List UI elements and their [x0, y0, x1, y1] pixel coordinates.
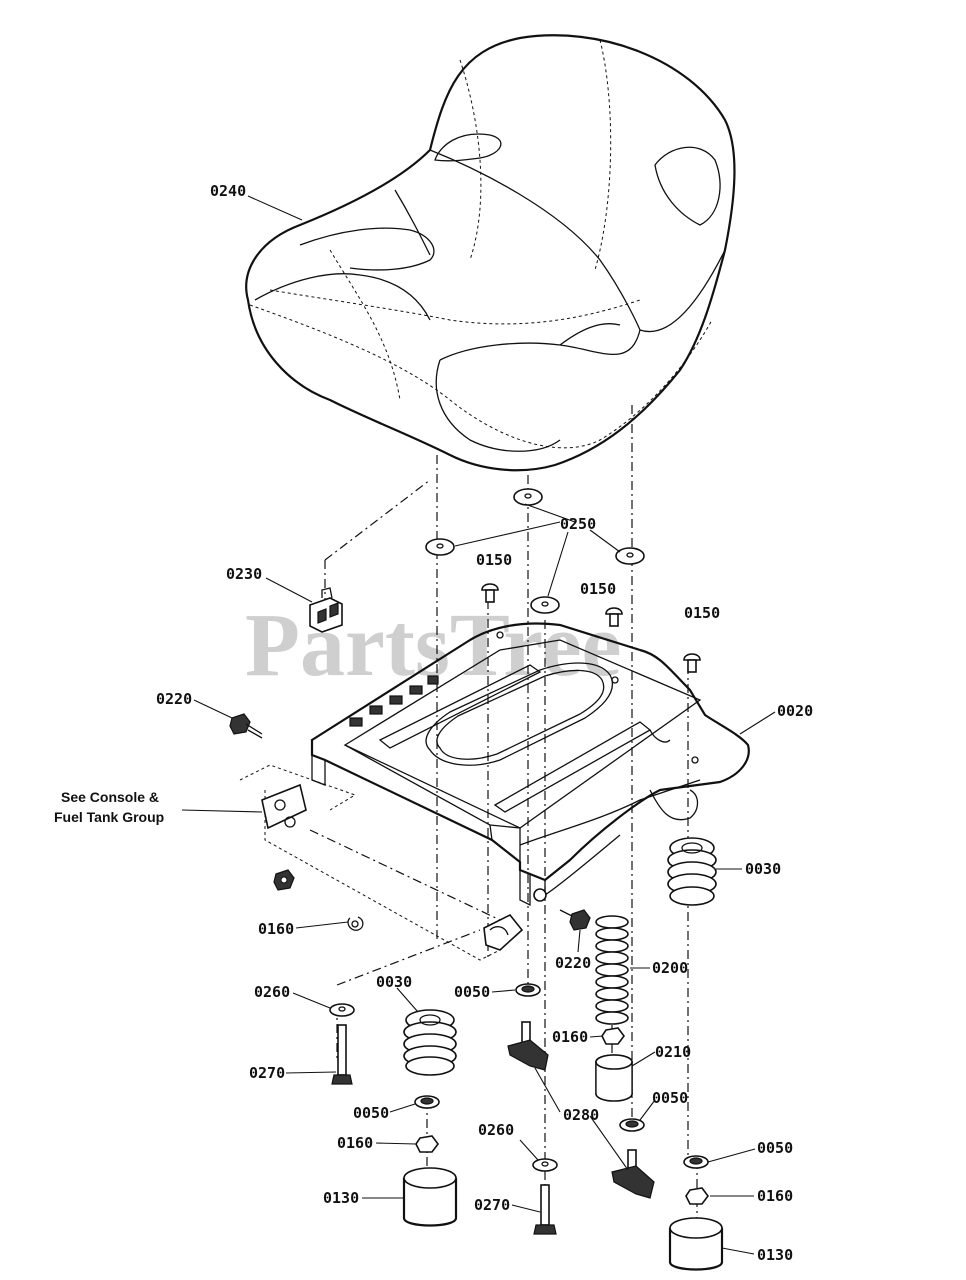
rivets-0150 — [481, 583, 701, 673]
bolt-0220-left — [229, 713, 263, 739]
callout-0280: 0280 — [563, 1106, 599, 1124]
nut-0160-left — [273, 869, 295, 891]
callout-0250: 0250 — [560, 515, 596, 533]
washer-0250-3 — [615, 547, 645, 565]
see-console-note-line2: Fuel Tank Group — [54, 809, 164, 825]
callout-0050-a: 0050 — [454, 983, 490, 1001]
assembly-centerlines — [324, 405, 698, 1220]
nut-0160-right — [685, 1187, 709, 1205]
callout-0260-b: 0260 — [478, 1121, 514, 1139]
bushing-0210 — [595, 1054, 633, 1102]
bolt-0270-left — [331, 1024, 353, 1085]
spring-0200 — [595, 915, 629, 1025]
callout-0150-c: 0150 — [684, 604, 720, 622]
callout-0270-b: 0270 — [474, 1196, 510, 1214]
bumper-0130-left — [402, 1167, 458, 1227]
see-console-note-line1: See Console & — [61, 789, 159, 805]
seat-pan-0020 — [310, 622, 750, 907]
washer-0050-left — [414, 1095, 440, 1109]
washer-0260-left — [329, 1003, 355, 1017]
callout-0200: 0200 — [652, 959, 688, 977]
callout-0260-a: 0260 — [254, 983, 290, 1001]
washer-0050-right — [683, 1155, 709, 1169]
washer-0250-1 — [513, 488, 543, 506]
washer-0050-top — [515, 983, 541, 997]
washer-0250-2 — [425, 538, 455, 556]
callout-0220-a: 0220 — [156, 690, 192, 708]
washer-0250-group — [425, 488, 645, 614]
callout-0220-b: 0220 — [555, 954, 591, 972]
console-bracket — [239, 764, 524, 961]
seat-cushion — [245, 34, 736, 472]
washer-0050-mid — [619, 1118, 645, 1132]
spring-0030-left — [403, 1009, 457, 1076]
callout-0160-c: 0160 — [337, 1134, 373, 1152]
callout-0050-d: 0050 — [757, 1139, 793, 1157]
nut-0160-lower-left — [415, 1135, 439, 1153]
callout-0160-d: 0160 — [757, 1187, 793, 1205]
callout-0050-c: 0050 — [652, 1089, 688, 1107]
callout-0130-a: 0130 — [323, 1189, 359, 1207]
bolt-0220-right — [533, 888, 591, 931]
callout-0050-b: 0050 — [353, 1104, 389, 1122]
callout-0020: 0020 — [777, 702, 813, 720]
callout-0240: 0240 — [210, 182, 246, 200]
washer-0260-center — [532, 1158, 558, 1172]
callout-0210: 0210 — [655, 1043, 691, 1061]
callout-0230: 0230 — [226, 565, 262, 583]
callout-labels: 0240 0250 0230 0150 0150 0150 0220 0020 … — [54, 182, 813, 1264]
washer-0250-4 — [530, 596, 560, 614]
bolt-0270-center — [533, 1184, 557, 1235]
bumper-0130-right — [668, 1217, 724, 1271]
callout-0150-b: 0150 — [580, 580, 616, 598]
nut-0160-center — [601, 1027, 625, 1045]
spring-0030-right — [667, 837, 717, 906]
callout-0160-b: 0160 — [552, 1028, 588, 1046]
leader-lines — [181, 195, 776, 1255]
callout-0030-a: 0030 — [745, 860, 781, 878]
callout-0270-a: 0270 — [249, 1064, 285, 1082]
knob-0280-bottom — [611, 1149, 655, 1199]
callout-0030-b: 0030 — [376, 973, 412, 991]
callout-0130-b: 0130 — [757, 1246, 793, 1264]
clip-0160 — [347, 916, 364, 931]
seat-switch-0230 — [309, 587, 343, 633]
knob-0280-top — [507, 1021, 549, 1071]
callout-0150-a: 0150 — [476, 551, 512, 569]
callout-0160-a: 0160 — [258, 920, 294, 938]
